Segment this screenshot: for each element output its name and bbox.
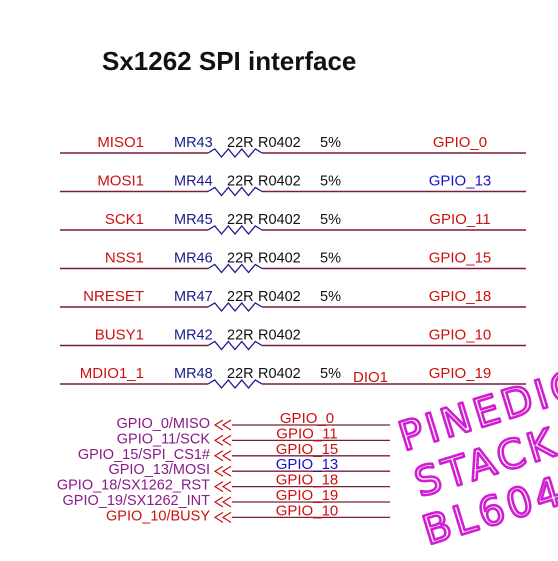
- resistor-tolerance: 5%: [320, 366, 341, 382]
- port-label: GPIO_15/SPI_CS1#: [78, 447, 210, 463]
- connector-gpio-label: GPIO_11: [276, 425, 337, 442]
- connector-row: GPIO_0/MISO GPIO_0: [117, 410, 390, 432]
- resistor-tolerance: 5%: [320, 212, 341, 228]
- connector-gpio-label: GPIO_15: [276, 441, 339, 458]
- connector-gpio-label: GPIO_19: [276, 487, 339, 504]
- resistor-ref: MR44: [174, 174, 213, 190]
- connector-row: GPIO_11/SCK GPIO_11: [117, 425, 390, 447]
- port-label: GPIO_11/SCK: [117, 431, 211, 447]
- signal-label: SCK1: [105, 211, 144, 228]
- resistor-tolerance: 5%: [320, 289, 341, 305]
- resistor-ref: MR47: [174, 289, 213, 305]
- chevron-left-icon: [221, 450, 232, 462]
- resistor-package: R0402: [258, 251, 301, 267]
- connector-row: GPIO_18/SX1262_RST GPIO_18: [57, 472, 390, 494]
- signal-label: BUSY1: [95, 327, 144, 344]
- connector-gpio-label: GPIO_13: [276, 456, 339, 473]
- resistor-symbol: [207, 186, 263, 197]
- connector-row: GPIO_10/BUSY GPIO_10: [106, 502, 390, 524]
- resistor-value: 22R: [227, 212, 254, 228]
- chevron-left-icon: [213, 511, 224, 523]
- resistor-value: 22R: [227, 251, 254, 267]
- resistor-value: 22R: [227, 135, 254, 151]
- connector-gpio-label: GPIO_18: [276, 472, 339, 489]
- gpio-net-label: GPIO_19: [429, 365, 492, 382]
- handwritten-annotation: PINEDIO STACK BL604: [392, 359, 558, 556]
- chevron-left-icon: [221, 434, 232, 446]
- page-title: Sx1262 SPI interface: [102, 46, 356, 76]
- connector-gpio-label: GPIO_10: [276, 502, 339, 519]
- chevron-left-icon: [213, 481, 224, 493]
- resistor-tolerance: 5%: [320, 135, 341, 151]
- resistor-symbol: [207, 263, 263, 274]
- resistor-package: R0402: [258, 328, 301, 344]
- port-label: GPIO_18/SX1262_RST: [57, 478, 210, 494]
- chevron-left-icon: [221, 465, 232, 477]
- resistor-package: R0402: [258, 174, 301, 190]
- gpio-net-label: GPIO_15: [429, 250, 492, 267]
- resistor-symbol: [207, 301, 263, 313]
- port-label: GPIO_0/MISO: [117, 416, 210, 432]
- resistor-symbol: [207, 147, 263, 159]
- port-label: GPIO_19/SX1262_INT: [63, 493, 211, 509]
- chevron-left-icon: [221, 419, 232, 431]
- gpio-net-label: GPIO_13: [429, 173, 492, 190]
- port-label: GPIO_10/BUSY: [106, 508, 210, 524]
- resistor-ref: MR48: [174, 366, 213, 382]
- connector-gpio-label: GPIO_0: [280, 410, 334, 427]
- resistor-value: 22R: [227, 174, 254, 190]
- port-label: GPIO_13/MOSI: [108, 462, 210, 478]
- resistor-value: 22R: [227, 366, 254, 382]
- gpio-net-label: GPIO_10: [429, 327, 492, 344]
- resistor-symbol: [207, 224, 263, 236]
- resistor-package: R0402: [258, 135, 301, 151]
- gpio-net-label: GPIO_0: [433, 134, 487, 151]
- net-alias-label: DIO1: [353, 369, 388, 386]
- signal-label: MDIO1_1: [80, 365, 144, 382]
- resistor-package: R0402: [258, 366, 301, 382]
- connector-row: GPIO_13/MOSI GPIO_13: [108, 456, 390, 478]
- resistor-symbol: [207, 378, 263, 390]
- chevron-left-icon: [213, 450, 224, 462]
- resistor-package: R0402: [258, 289, 301, 305]
- chevron-left-icon: [213, 419, 224, 431]
- resistor-tolerance: 5%: [320, 174, 341, 190]
- gpio-net-label: GPIO_11: [429, 211, 490, 228]
- signal-label: NSS1: [105, 250, 144, 267]
- signal-label: NRESET: [83, 288, 144, 305]
- resistor-package: R0402: [258, 212, 301, 228]
- chevron-left-icon: [213, 465, 224, 477]
- resistor-ref: MR43: [174, 135, 213, 151]
- gpio-net-label: GPIO_18: [429, 288, 492, 305]
- chevron-left-icon: [221, 481, 232, 493]
- signal-label: MOSI1: [97, 173, 144, 190]
- resistor-symbol: [207, 340, 263, 351]
- resistor-ref: MR42: [174, 328, 213, 344]
- connector-row: GPIO_19/SX1262_INT GPIO_19: [63, 487, 390, 509]
- resistor-tolerance: 5%: [320, 251, 341, 267]
- connector-row: GPIO_15/SPI_CS1# GPIO_15: [78, 441, 390, 463]
- chevron-left-icon: [213, 434, 224, 446]
- resistor-ref: MR46: [174, 251, 213, 267]
- resistor-value: 22R: [227, 328, 254, 344]
- chevron-left-icon: [213, 496, 224, 508]
- resistor-value: 22R: [227, 289, 254, 305]
- signal-label: MISO1: [97, 134, 144, 151]
- resistor-ref: MR45: [174, 212, 213, 228]
- chevron-left-icon: [221, 511, 232, 523]
- chevron-left-icon: [221, 496, 232, 508]
